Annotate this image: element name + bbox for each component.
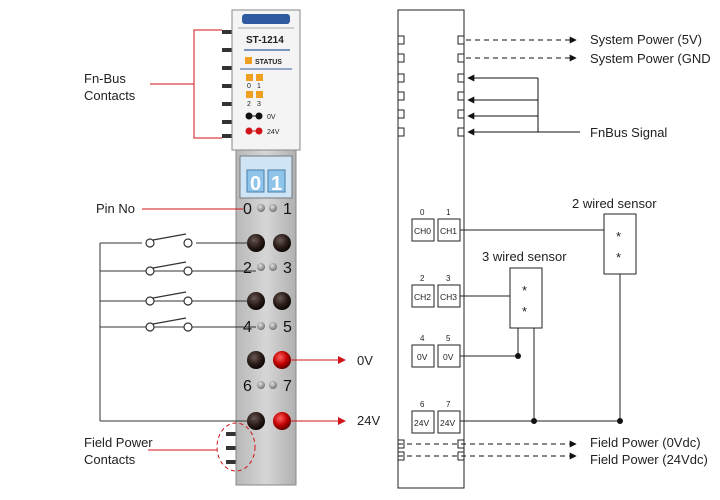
status-led — [245, 57, 252, 64]
supply-0v-label: 0V — [357, 353, 373, 368]
window-digit-0: 0 — [250, 173, 261, 195]
field-power-label-line1: Field Power — [84, 435, 153, 450]
field-power-contact-notches — [226, 432, 236, 464]
switch-2 — [145, 291, 193, 306]
led-label-2: 2 — [247, 101, 251, 108]
fnbus-callout — [150, 29, 222, 139]
terminal-box-0v-a: 0V — [417, 352, 428, 362]
three-wired-sensor-mark-2: * — [522, 304, 527, 319]
field-power-arrows — [398, 440, 577, 460]
fnbus-signal-label: FnBus Signal — [590, 125, 667, 140]
terminal-num-3: 3 — [446, 274, 451, 283]
terminal-num-7: 7 — [446, 400, 451, 409]
terminal-box-24v-a: 24V — [414, 418, 429, 428]
led-label-3: 3 — [257, 101, 261, 108]
supply-24v-label: 24V — [357, 413, 380, 428]
terminal-24v-red — [273, 412, 291, 430]
terminal-box-ch2: CH2 — [414, 292, 431, 302]
channel-leds — [246, 74, 263, 98]
switch-3 — [145, 317, 193, 332]
terminal-boxes — [411, 218, 461, 434]
module-model-label: ST-1214 — [246, 35, 284, 46]
two-wired-sensor-mark-1: * — [616, 229, 621, 244]
status-label: STATUS — [255, 59, 282, 66]
led-label-1: 1 — [257, 83, 261, 90]
three-wired-sensor-mark-1: * — [522, 283, 527, 298]
release-screws — [257, 204, 277, 389]
sensor-wiring — [460, 229, 621, 422]
terminal-box-ch1: CH1 — [440, 226, 457, 236]
terminal-box-ch0: CH0 — [414, 226, 431, 236]
pin-number-2: 2 — [243, 260, 252, 277]
terminal-num-1: 1 — [446, 208, 451, 217]
module-housing-top — [231, 9, 301, 151]
switches — [145, 233, 193, 332]
field-power-0v-label: Field Power (0Vdc) — [590, 435, 701, 450]
terminal-num-6: 6 — [420, 400, 425, 409]
pin-number-0: 0 — [243, 201, 252, 218]
terminal-box-24v-b: 24V — [440, 418, 455, 428]
system-power-arrows — [466, 36, 577, 62]
terminal-box-0v-b: 0V — [443, 352, 454, 362]
module-body — [235, 149, 297, 486]
supply-0v-indicator — [245, 112, 263, 120]
field-power-24v-label: Field Power (24Vdc) — [590, 452, 708, 467]
module-illustration: ST-1214 STATUS 0 1 2 3 0V 24V — [222, 9, 301, 486]
field-power-label-line2: Contacts — [84, 452, 136, 467]
pin-no-label: Pin No — [96, 201, 135, 216]
fnbus-label-line2: Contacts — [84, 88, 136, 103]
switch-0 — [145, 233, 193, 248]
terminal-num-5: 5 — [446, 334, 451, 343]
module-blue-cap — [242, 14, 290, 24]
pin-number-3: 3 — [283, 260, 292, 277]
fnbus-label-line1: Fn-Bus — [84, 71, 126, 86]
terminal-box-ch3: CH3 — [440, 292, 457, 302]
pin-number-7: 7 — [283, 378, 292, 395]
three-wired-sensor-label: 3 wired sensor — [482, 249, 567, 264]
field-power-circle — [216, 422, 256, 472]
supply-label-24v: 24V — [267, 129, 280, 136]
switch-1 — [145, 261, 193, 276]
window-digit-1: 1 — [271, 173, 282, 195]
three-wired-sensor — [509, 267, 543, 329]
terminal-num-0: 0 — [420, 208, 425, 217]
pin-number-5: 5 — [283, 319, 292, 336]
supply-24v-indicator — [245, 127, 263, 135]
supply-callouts — [290, 356, 346, 425]
pin-number-1: 1 — [283, 201, 292, 218]
terminal-0v-red — [273, 351, 291, 369]
module-schematic — [397, 9, 465, 489]
fnbus-signal-arrows — [467, 74, 580, 136]
wire-junctions — [515, 353, 623, 424]
terminal-num-2: 2 — [420, 274, 425, 283]
pin-number-6: 6 — [243, 378, 252, 395]
system-power-gnd-label: System Power (GND — [590, 51, 711, 66]
two-wired-sensor — [603, 213, 637, 275]
fnbus-contact-notches — [222, 30, 234, 138]
switch-wiring — [99, 242, 256, 422]
system-power-5v-label: System Power (5V) — [590, 32, 702, 47]
led-label-0: 0 — [247, 83, 251, 90]
two-wired-sensor-label: 2 wired sensor — [572, 196, 657, 211]
terminal-num-4: 4 — [420, 334, 425, 343]
two-wired-sensor-mark-2: * — [616, 250, 621, 265]
supply-label-0v: 0V — [267, 114, 276, 121]
